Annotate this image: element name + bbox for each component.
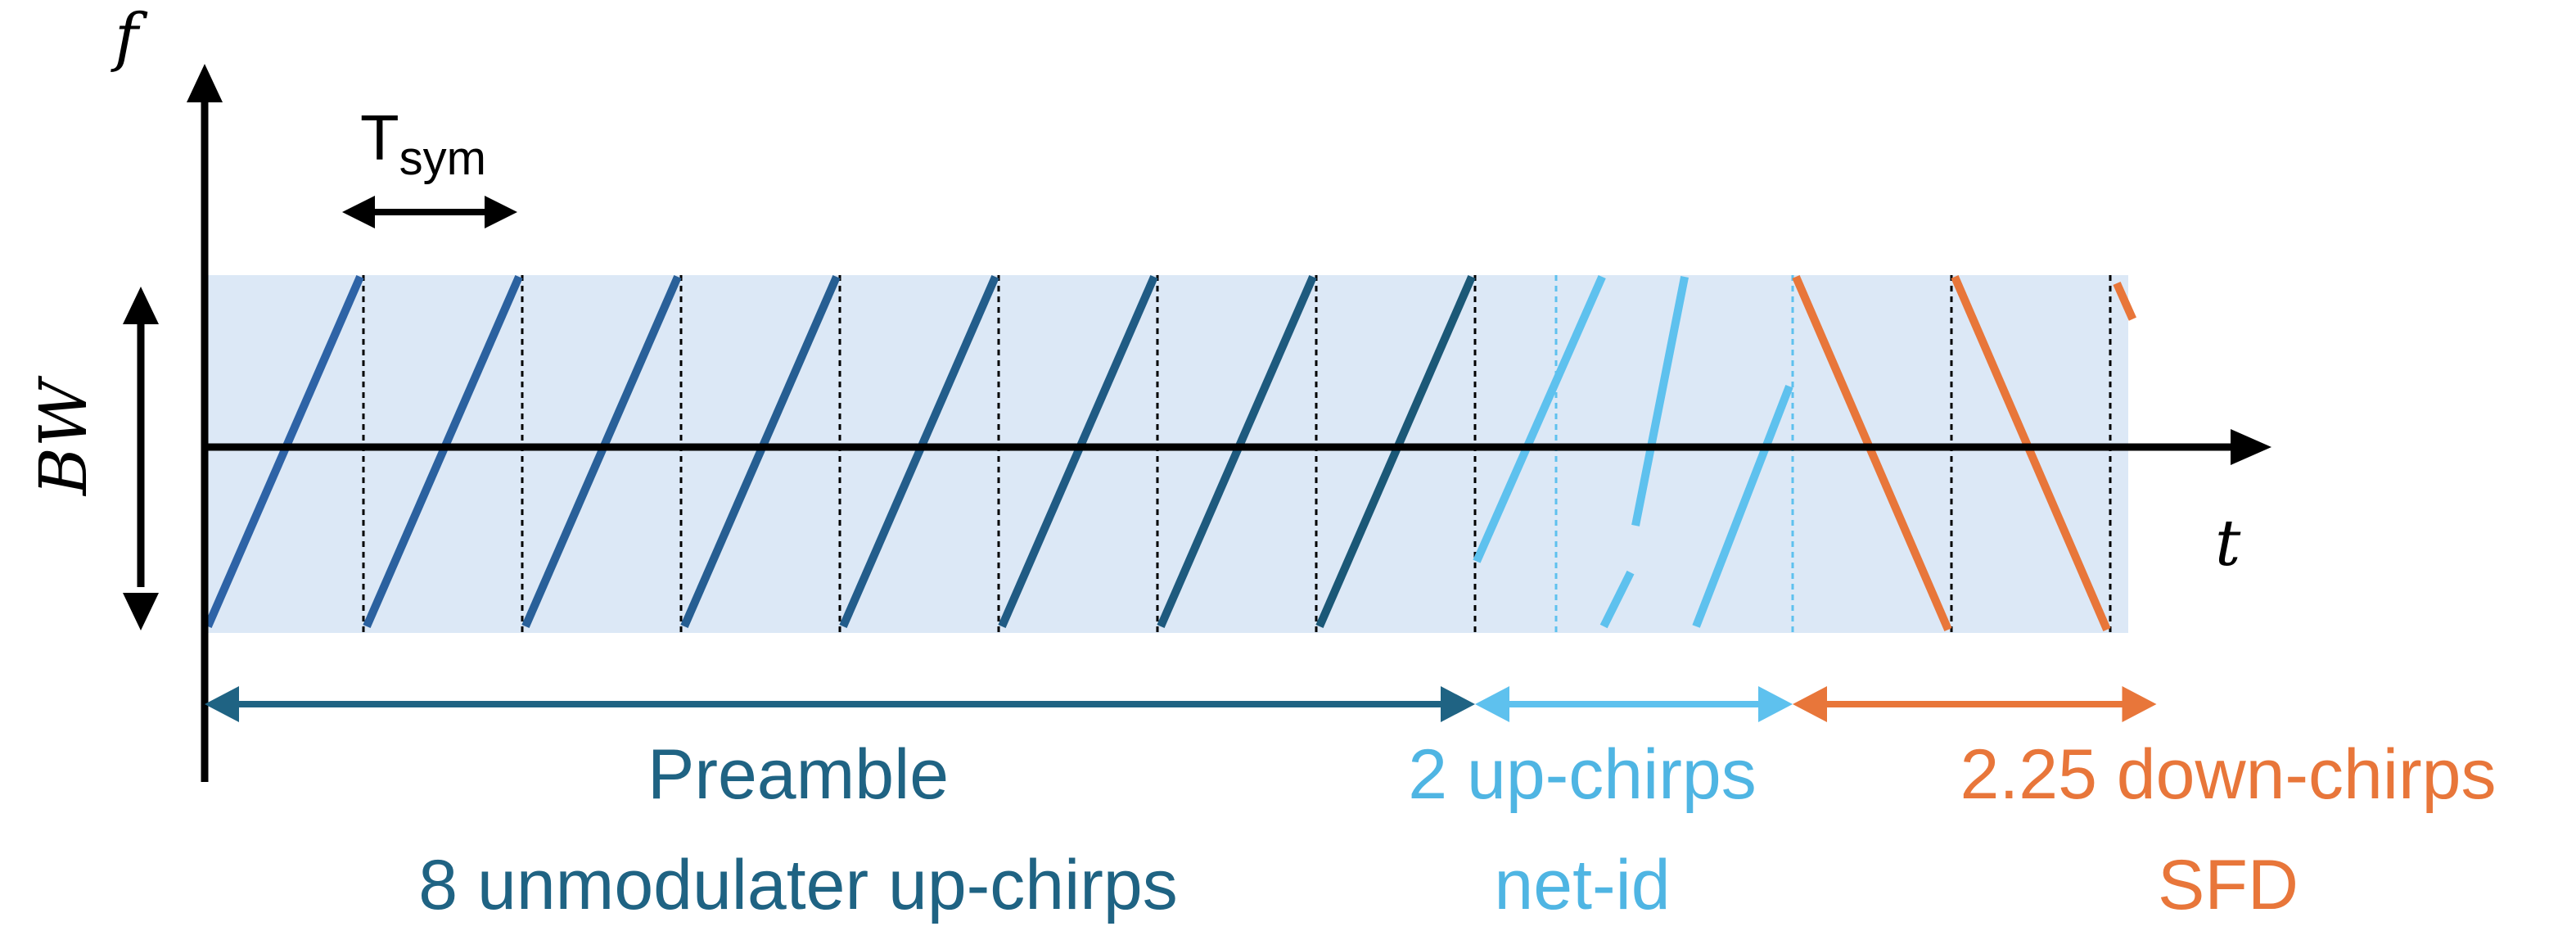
sfd-span-arrowhead-left bbox=[1793, 686, 1827, 722]
netid-upchirp bbox=[1599, 570, 1635, 629]
preamble-upchirp bbox=[680, 275, 841, 628]
netid-subtitle: net-id bbox=[1494, 846, 1670, 924]
x-axis-arrowhead bbox=[2231, 429, 2271, 465]
axes bbox=[187, 64, 2271, 782]
preamble-span-arrowhead-left bbox=[205, 686, 239, 722]
preamble-title: Preamble bbox=[647, 735, 949, 814]
preamble-subtitle: 8 unmodulater up-chirps bbox=[418, 846, 1177, 924]
y-axis-arrowhead bbox=[187, 64, 223, 102]
preamble-upchirp bbox=[363, 275, 523, 628]
preamble-upchirp bbox=[998, 275, 1158, 628]
netid-upchirp bbox=[1692, 385, 1793, 628]
netid-span-arrowhead-right bbox=[1758, 686, 1793, 722]
preamble-span-arrowhead-right bbox=[1441, 686, 1475, 722]
time-axis-label: t bbox=[2215, 507, 2241, 581]
bandwidth-band bbox=[205, 275, 2128, 633]
chirp-lines bbox=[204, 274, 2136, 631]
netid-span-arrowhead-left bbox=[1475, 686, 1509, 722]
preamble-upchirp bbox=[204, 275, 364, 628]
symbol-period-main: T bbox=[360, 102, 399, 174]
preamble-upchirp bbox=[1157, 275, 1317, 628]
bandwidth-arrow bbox=[123, 287, 159, 630]
symbol-period-label: Tsym bbox=[360, 102, 486, 185]
sfd-downchirp bbox=[1951, 275, 2111, 631]
bandwidth-label: BW bbox=[25, 375, 102, 497]
section-span-arrows bbox=[205, 686, 2157, 722]
netid-upchirp bbox=[1473, 274, 1606, 563]
frequency-axis-label: f bbox=[111, 1, 148, 75]
netid-title: 2 up-chirps bbox=[1408, 735, 1756, 814]
preamble-upchirp bbox=[521, 275, 682, 628]
symbol-period-arrow bbox=[342, 196, 517, 228]
sfd-subtitle: SFD bbox=[2158, 846, 2299, 924]
sfd-downchirp bbox=[2113, 281, 2136, 321]
sfd-downchirp bbox=[1792, 275, 1952, 631]
symbol-boundary-lines bbox=[362, 275, 2112, 633]
netid-upchirp bbox=[1631, 276, 1689, 526]
preamble-upchirp bbox=[1315, 275, 1476, 628]
symbol-period-subscript: sym bbox=[399, 132, 486, 185]
preamble-upchirp bbox=[839, 275, 999, 628]
sfd-span-arrowhead-right bbox=[2122, 686, 2157, 722]
sfd-title: 2.25 down-chirps bbox=[1960, 735, 2497, 814]
